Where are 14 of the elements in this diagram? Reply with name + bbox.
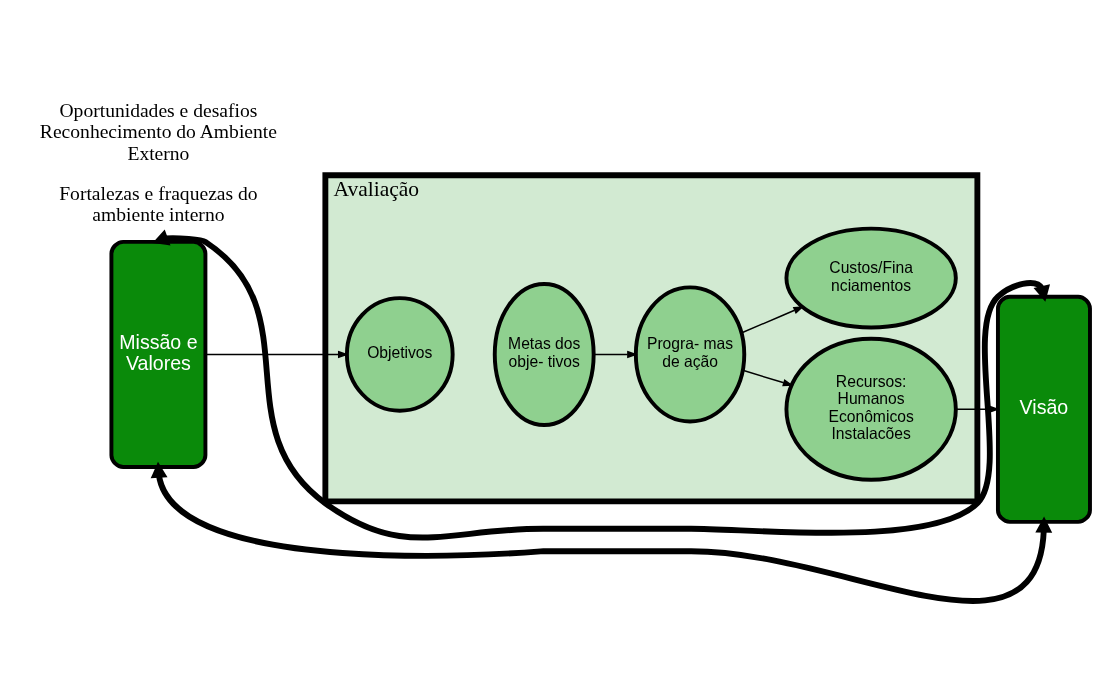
- arrow: [741, 305, 805, 333]
- node-ellipse: Metas dos obje- tivos: [492, 281, 596, 427]
- label: Fortalezas e fraquezas do ambiente interno: [59, 182, 258, 225]
- arrow: [204, 350, 349, 358]
- node-box: Missão e Valores: [109, 239, 208, 469]
- node-ellipse: Custos/Fina nciamentos: [784, 226, 958, 329]
- arrow: [593, 350, 638, 358]
- arrow: [150, 461, 1053, 603]
- node-box: Visão: [995, 294, 1092, 524]
- arrow: [742, 369, 794, 386]
- label: Oportunidades e desafios Reconhecimento do Ambiente Externo: [39, 99, 277, 164]
- arrow: [152, 229, 1051, 540]
- node-ellipse: Progra- mas de ação: [633, 284, 747, 423]
- node-circle: Objetivos: [344, 295, 455, 413]
